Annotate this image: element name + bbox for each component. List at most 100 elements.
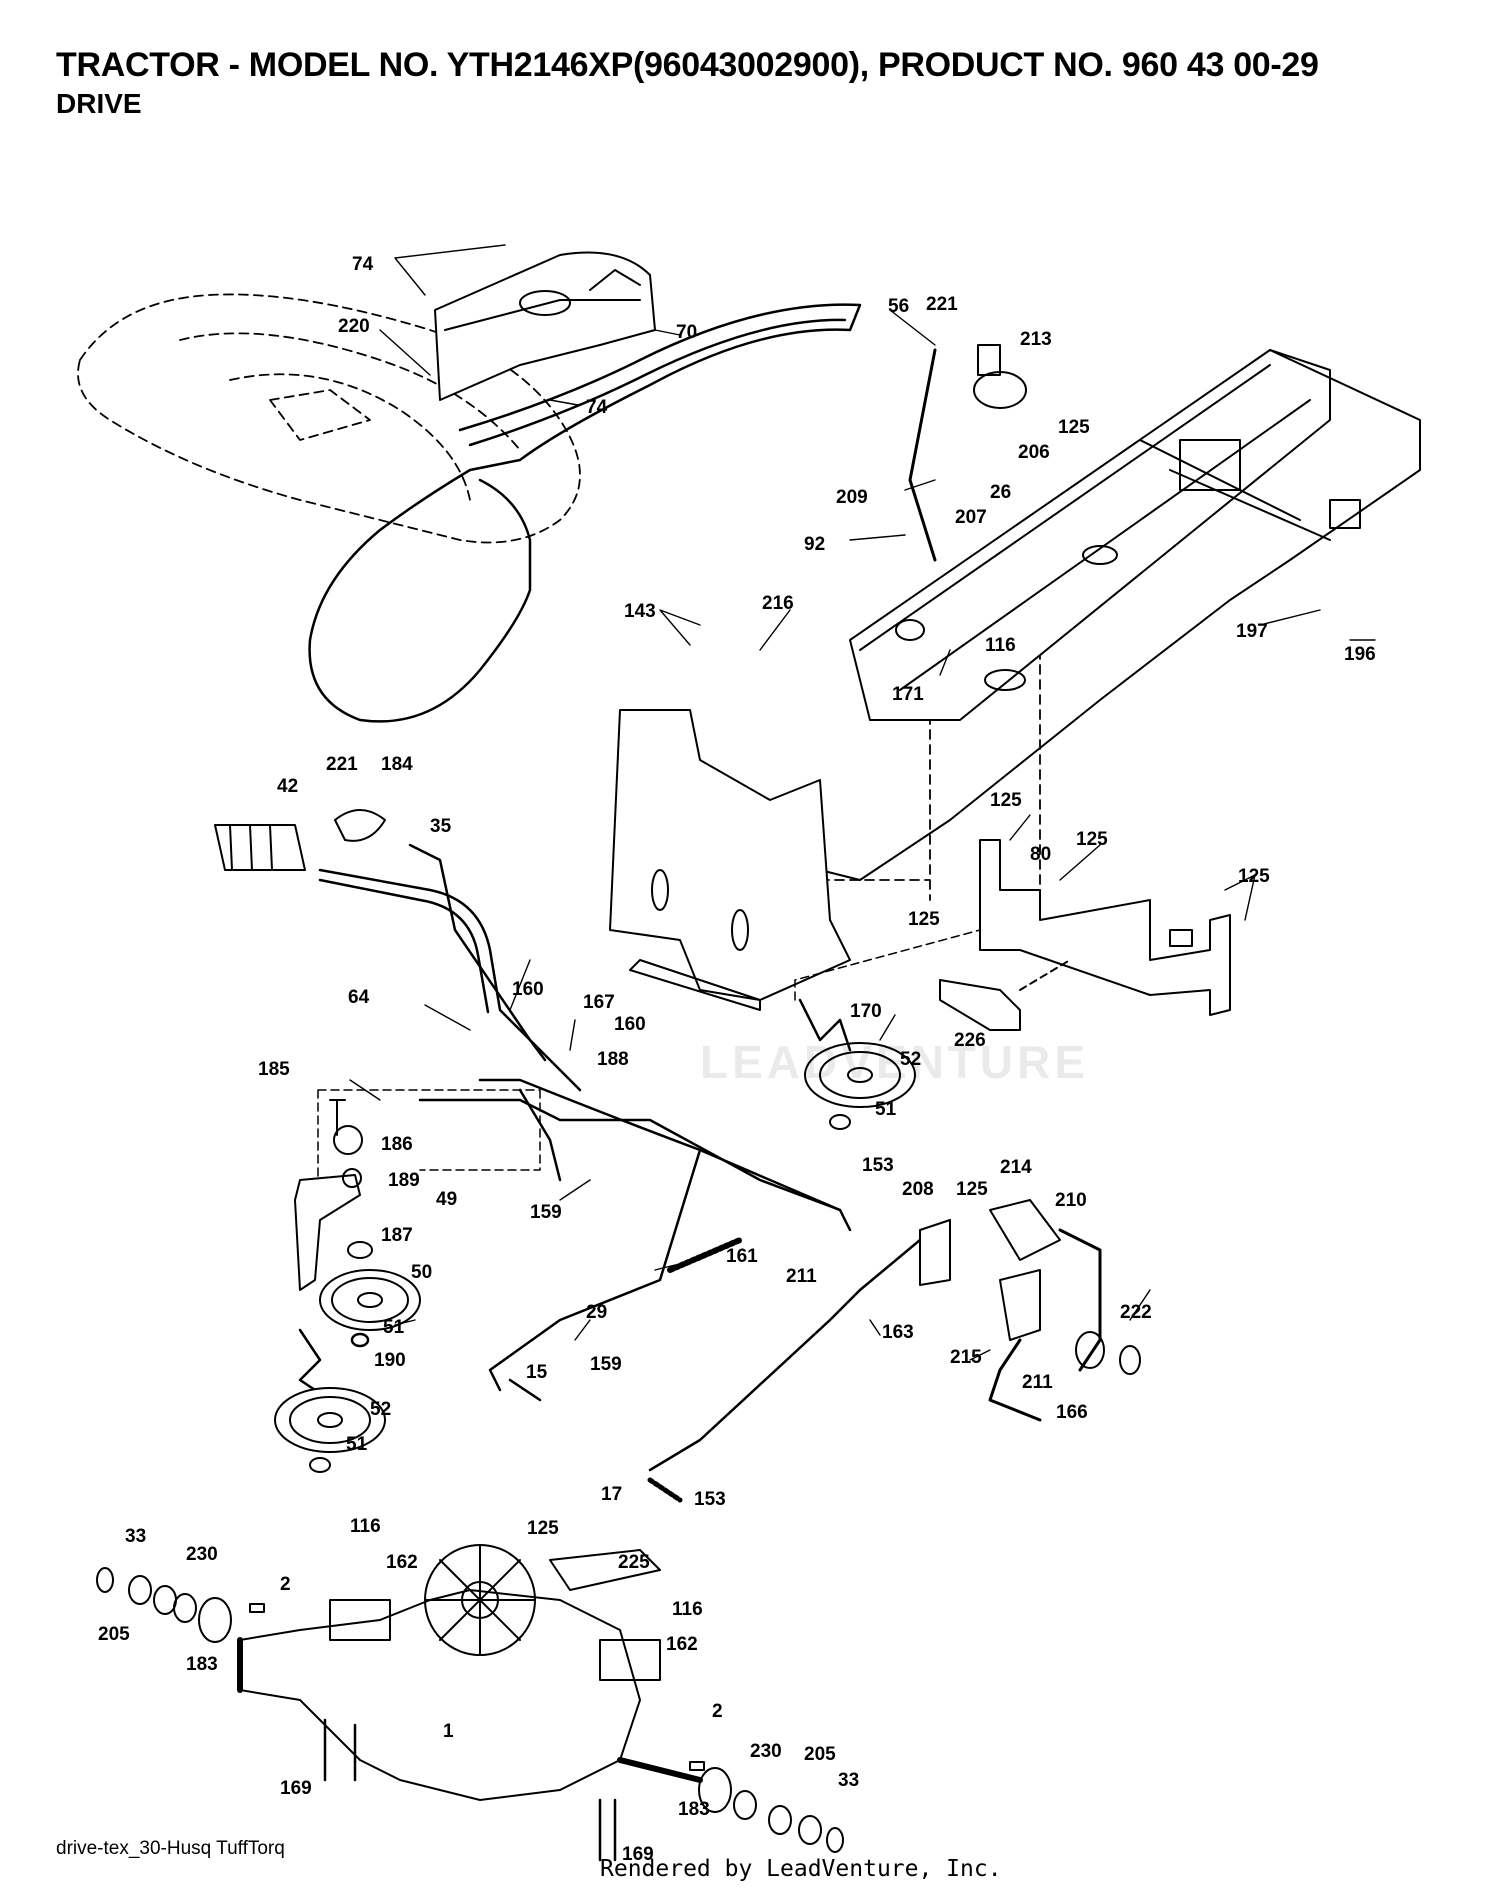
callout-70: 70 (676, 322, 697, 343)
callout-187: 187 (381, 1225, 413, 1246)
callout-159a: 159 (530, 1202, 562, 1223)
callout-220: 220 (338, 316, 370, 337)
callout-221b: 221 (326, 754, 358, 775)
shift-lever-assembly (318, 843, 842, 1212)
knob (973, 344, 1027, 409)
callout-125a: 125 (1058, 417, 1090, 438)
callout-26: 26 (990, 482, 1011, 503)
callout-51b: 51 (383, 1317, 405, 1338)
callout-33a: 33 (125, 1526, 146, 1547)
callout-74a: 74 (352, 254, 374, 275)
callout-125g: 125 (527, 1518, 559, 1539)
callout-221a: 221 (926, 294, 958, 315)
callout-numbers: 74 70 220 74 56 221 213 125 209 206 26 2… (98, 254, 1376, 1865)
pedal-assembly (919, 1199, 1141, 1422)
callout-51c: 51 (346, 1434, 368, 1455)
callout-125f: 125 (956, 1179, 988, 1200)
drive-belt (308, 303, 862, 723)
callout-183b: 183 (678, 1799, 710, 1820)
spring-161 (667, 1237, 743, 1273)
callout-159b: 159 (590, 1354, 622, 1375)
pivot-shaft (418, 1088, 852, 1232)
diagram-reference: drive-tex_30-Husq TuffTorq (56, 1838, 285, 1859)
callout-189: 189 (388, 1170, 420, 1191)
callout-162a: 162 (386, 1552, 418, 1573)
callout-64: 64 (348, 987, 370, 1008)
lift-rod (908, 348, 937, 562)
axle-hardware-right (689, 1761, 844, 1853)
page-subtitle: DRIVE (56, 88, 142, 119)
callout-205a: 205 (98, 1624, 130, 1645)
callout-197: 197 (1236, 621, 1268, 642)
callout-166: 166 (1056, 1402, 1088, 1423)
callout-125d: 125 (1238, 866, 1270, 887)
page-title: TRACTOR - MODEL NO. YTH2146XP(9604300290… (56, 46, 1319, 84)
body-shell-outline (77, 293, 1041, 901)
transaxle (237, 1544, 703, 1801)
callout-169a: 169 (280, 1778, 312, 1799)
callout-80: 80 (1030, 844, 1051, 865)
callout-209: 209 (836, 487, 868, 508)
callout-161: 161 (726, 1246, 758, 1267)
render-credit: Rendered by LeadVenture, Inc. (600, 1856, 1002, 1882)
callout-125c: 125 (1076, 829, 1108, 850)
hidden-lines (317, 929, 981, 1181)
knob-184 (334, 809, 386, 842)
callout-50: 50 (411, 1262, 432, 1283)
callout-153a: 153 (862, 1155, 894, 1176)
callout-211a: 211 (786, 1266, 817, 1287)
callout-185: 185 (258, 1059, 290, 1080)
callout-49: 49 (436, 1189, 457, 1210)
callout-226: 226 (954, 1030, 986, 1051)
callout-163: 163 (882, 1322, 914, 1343)
front-plate (609, 709, 851, 1011)
grip (214, 824, 306, 871)
callout-167: 167 (583, 992, 615, 1013)
callout-171: 171 (892, 684, 924, 705)
callout-170: 170 (850, 1001, 882, 1022)
callout-leaders (349, 244, 1376, 1361)
callout-17: 17 (601, 1484, 622, 1505)
callout-169b: 169 (622, 1844, 654, 1865)
callout-125e: 125 (908, 909, 940, 930)
bolts-169 (323, 1718, 617, 1862)
callout-188: 188 (597, 1049, 629, 1070)
dash-cover (434, 251, 656, 401)
bracket-226 (939, 959, 1071, 1031)
callout-92: 92 (804, 534, 825, 555)
callout-52b: 52 (370, 1399, 391, 1420)
callout-15: 15 (526, 1362, 548, 1383)
idler-pulley (319, 1241, 421, 1331)
callout-116b: 116 (350, 1516, 381, 1537)
callout-52a: 52 (900, 1049, 921, 1070)
callout-206: 206 (1018, 442, 1050, 463)
callout-184: 184 (381, 754, 413, 775)
callout-186: 186 (381, 1134, 413, 1155)
callout-230a: 230 (186, 1544, 218, 1565)
idler-arm (294, 1099, 363, 1291)
callout-196: 196 (1344, 644, 1376, 665)
callout-190: 190 (374, 1350, 406, 1371)
callout-116c: 116 (672, 1599, 703, 1620)
axle-hardware-left (96, 1567, 265, 1643)
main-frame (819, 349, 1421, 881)
pulley-52-upper (798, 998, 916, 1130)
callout-56: 56 (888, 296, 909, 317)
callout-42: 42 (277, 776, 298, 797)
callout-214: 214 (1000, 1157, 1032, 1178)
watermark: LEADVENTURE (700, 1036, 1090, 1088)
callout-2b: 2 (712, 1701, 723, 1722)
callout-160b: 160 (614, 1014, 646, 1035)
callout-160a: 160 (512, 979, 544, 1000)
callout-208: 208 (902, 1179, 934, 1200)
rod-163 (647, 1238, 922, 1503)
callout-143: 143 (624, 601, 656, 622)
callout-116a: 116 (985, 635, 1016, 656)
callout-74b: 74 (586, 397, 608, 418)
callout-2a: 2 (280, 1574, 291, 1595)
callout-35: 35 (430, 816, 452, 837)
callout-215: 215 (950, 1347, 982, 1368)
callout-216: 216 (762, 593, 794, 614)
callout-205b: 205 (804, 1744, 836, 1765)
